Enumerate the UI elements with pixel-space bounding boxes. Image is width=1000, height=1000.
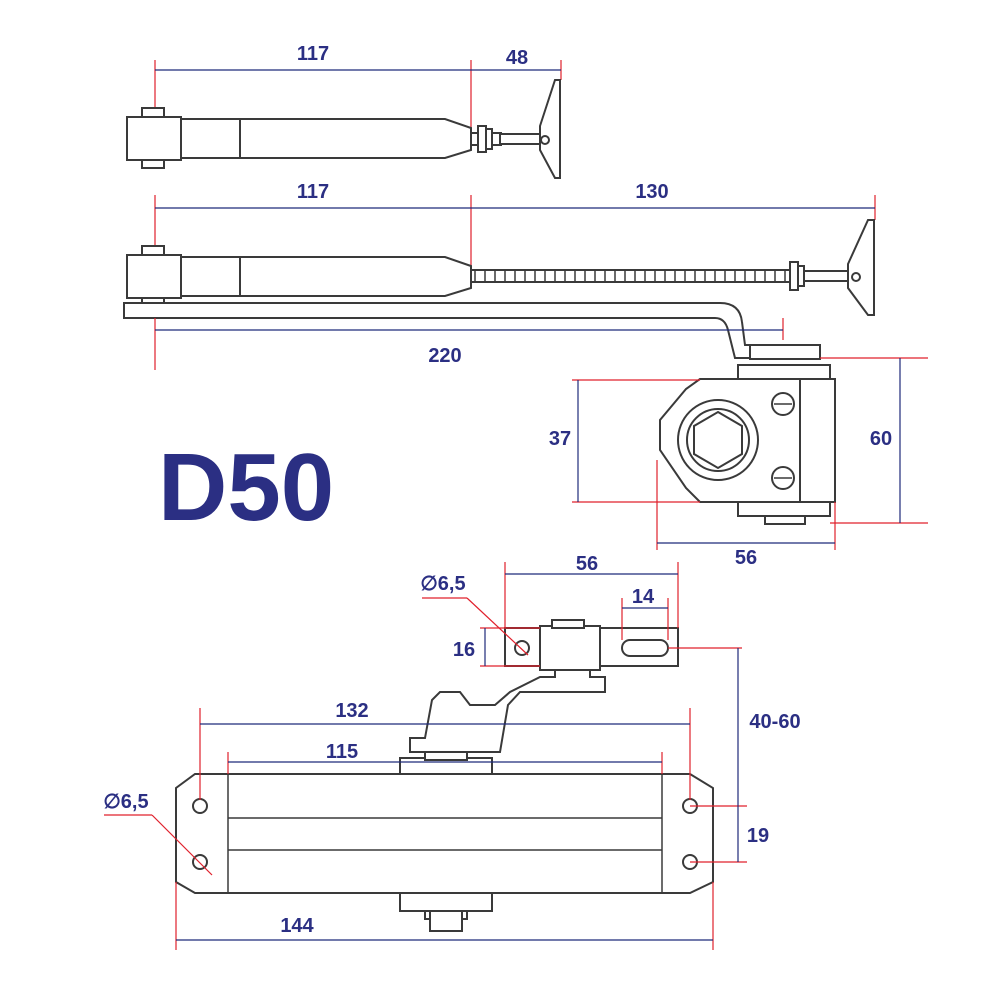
body-dim-hole: ∅6,5	[103, 791, 148, 813]
side-dim-total-height: 60	[870, 428, 892, 450]
bracket-dim-width: 56	[576, 553, 598, 575]
side-dim-inner-height: 37	[549, 428, 571, 450]
arm-top-view: 117 48	[126, 43, 562, 179]
side-view: 37 60 56	[549, 344, 928, 569]
arm-ext-dim-rod: 130	[635, 181, 668, 203]
arm-top-dim-rod: 48	[506, 47, 528, 69]
arm-ext-dim-arm: 117	[297, 181, 329, 203]
model-title: D50	[158, 434, 334, 541]
bracket-dim-height: 16	[453, 639, 475, 661]
body-dim-total-length: 144	[280, 915, 314, 937]
body-front-view: 132 115 ∅6,5 144 19 40-60	[103, 648, 801, 950]
bracket-dim-slot: 14	[632, 586, 655, 608]
arm-ext-dim-total: 220	[428, 345, 461, 367]
arm-extended-view: 117 130 220	[123, 181, 876, 370]
body-dim-hole-vertical: 19	[747, 825, 769, 847]
body-dim-length: 115	[326, 741, 358, 763]
body-dim-hole-spacing: 132	[335, 700, 368, 722]
bracket-dim-offset: 40-60	[749, 711, 800, 733]
arm-top-dim-arm: 117	[297, 43, 329, 65]
bracket-view: ∅6,5 56 14 16	[409, 553, 742, 753]
side-dim-width: 56	[735, 547, 757, 569]
bracket-dim-hole: ∅6,5	[420, 573, 465, 595]
